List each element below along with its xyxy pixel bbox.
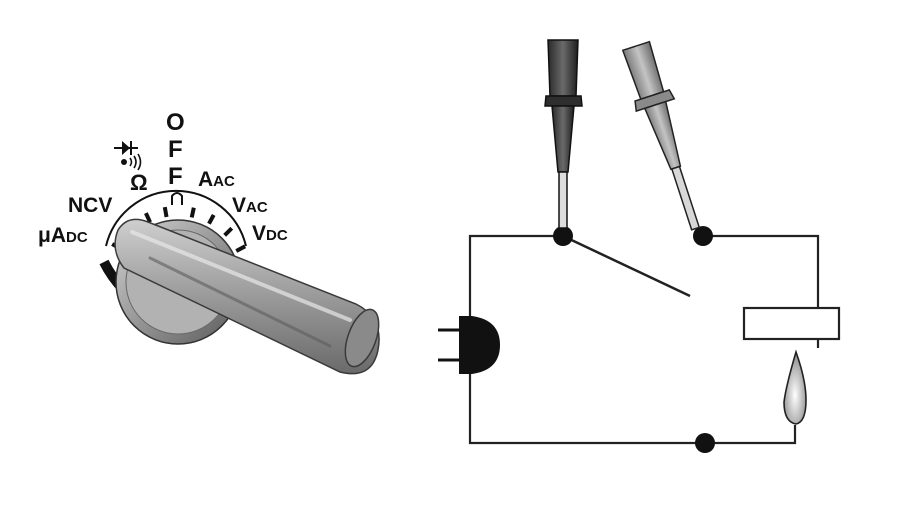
off-label-f2: F (168, 163, 183, 190)
wire-bottom (468, 366, 797, 445)
vdc-label: VDC (252, 222, 288, 245)
off-pointer-notch (171, 192, 183, 205)
bottom-junction (695, 433, 715, 453)
dial-tick (235, 244, 247, 253)
dial-knob-handle[interactable] (114, 218, 380, 375)
wire-top-left (468, 234, 563, 325)
continuity-buzzer-icon (121, 153, 142, 171)
dial-tick (144, 212, 152, 224)
dial-tick (207, 213, 216, 225)
diode-icon (114, 141, 138, 155)
rectangular-load (742, 306, 841, 341)
wire-top-right (703, 234, 820, 308)
open-switch[interactable] (562, 234, 691, 298)
ncv-label: NCV (68, 194, 112, 217)
dial-knob-highlight (130, 230, 352, 322)
dial-tick (189, 207, 196, 218)
off-label-o: O (166, 109, 185, 136)
aac-label: AAC (198, 168, 235, 191)
rotary-dial[interactable]: O F F AAC VAC VDC Ω NCV μADC (38, 109, 385, 375)
circuit (468, 234, 820, 445)
ohm-label: Ω (130, 170, 148, 195)
off-label-f1: F (168, 136, 183, 163)
switch-left-terminal[interactable] (553, 226, 573, 246)
switch-right-terminal[interactable] (693, 226, 713, 246)
dial-tick (162, 206, 169, 218)
dial-knob-end (344, 308, 380, 368)
heating-element (783, 349, 807, 425)
uadc-label: μADC (38, 224, 88, 247)
dial-tick-ring (105, 189, 247, 247)
vac-label: VAC (232, 194, 268, 217)
red-test-probe[interactable] (617, 40, 714, 235)
dial-tick (223, 226, 234, 237)
dial-knob-groove (148, 256, 332, 348)
black-test-probe[interactable] (544, 39, 583, 229)
plug (438, 316, 500, 374)
